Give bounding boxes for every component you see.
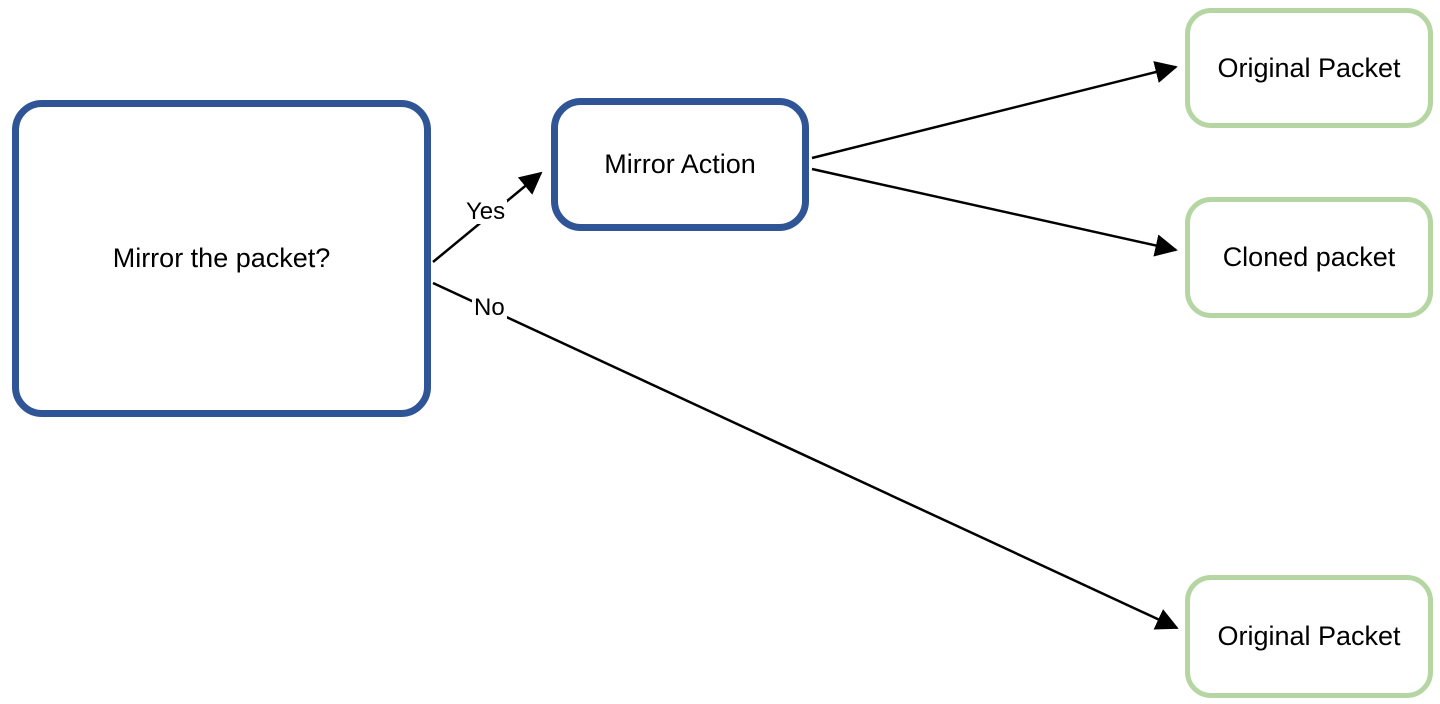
node-cloned-packet-label: Cloned packet [1222, 242, 1396, 272]
edge-no-label: No [472, 294, 507, 321]
node-cloned-packet: Cloned packet [1185, 197, 1433, 318]
node-original-packet-top-label: Original Packet [1217, 52, 1401, 83]
node-decision-label: Mirror the packet? [112, 243, 331, 273]
node-mirror-action: Mirror Action [551, 98, 809, 231]
edge-to-cloned-arrow [811, 167, 1178, 257]
node-mirror-action-label: Mirror Action [604, 149, 756, 179]
edge-yes-label: Yes [464, 198, 508, 225]
edge-to-original-top-arrow [811, 61, 1178, 160]
node-original-packet-bottom: Original Packet [1185, 575, 1433, 698]
node-original-packet-top: Original Packet [1185, 8, 1433, 128]
node-original-packet-bottom-label: Original Packet [1217, 621, 1401, 651]
node-decision: Mirror the packet? [12, 100, 431, 417]
edge-no-arrow [432, 281, 1179, 630]
